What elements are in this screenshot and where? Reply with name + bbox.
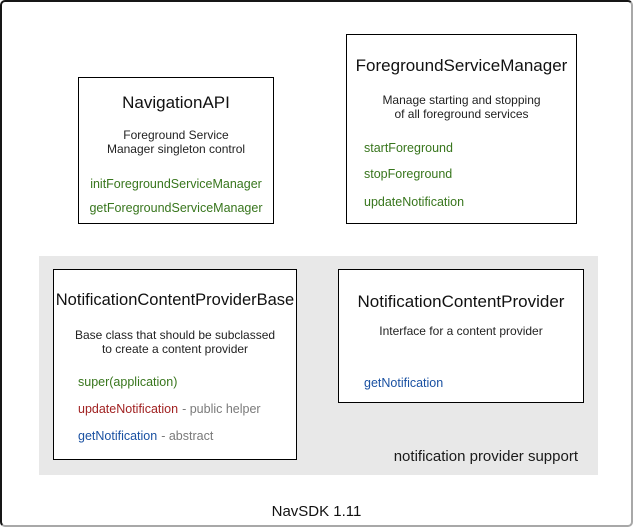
description-line: of all foreground services bbox=[394, 107, 529, 121]
method-annotation: - public helper bbox=[182, 402, 261, 416]
navigation-api-class-box: NavigationAPI Foreground Service Manager… bbox=[78, 77, 274, 224]
navigation-api-title: NavigationAPI bbox=[122, 93, 230, 112]
panel-label: notification provider support bbox=[393, 448, 578, 465]
description-line: Foreground Service bbox=[123, 128, 229, 142]
description-line: to create a content provider bbox=[101, 342, 249, 356]
foreground-service-manager-description: Manage starting and stopping of all fore… bbox=[347, 93, 576, 121]
notification-content-provider-base-class-box: NotificationContentProviderBase Base cla… bbox=[53, 269, 297, 460]
notification-content-provider-base-description: Base class that should be subclassed to … bbox=[54, 328, 296, 356]
method-get-notification: getNotification bbox=[364, 376, 444, 390]
method-update-notification: updateNotification- public helper bbox=[78, 402, 261, 416]
description-line: Manager singleton control bbox=[106, 142, 246, 156]
description-line: Manage starting and stopping bbox=[382, 93, 541, 107]
foreground-service-manager-title: ForegroundServiceManager bbox=[355, 56, 568, 75]
method-update-notification: updateNotification bbox=[364, 195, 465, 209]
method-super-application: super(application) bbox=[78, 375, 177, 389]
method-name: updateNotification bbox=[78, 402, 179, 416]
notification-content-provider-title: NotificationContentProvider bbox=[357, 292, 565, 311]
navigation-api-description: Foreground Service Manager singleton con… bbox=[79, 128, 273, 156]
diagram-caption: NavSDK 1.11 bbox=[271, 503, 362, 520]
description-line: Base class that should be subclassed bbox=[74, 328, 276, 342]
notification-content-provider-description: Interface for a content provider bbox=[379, 324, 543, 338]
method-stop-foreground: stopForeground bbox=[364, 167, 453, 181]
notification-content-provider-class-box: NotificationContentProvider Interface fo… bbox=[338, 269, 584, 403]
notification-content-provider-base-title: NotificationContentProviderBase bbox=[55, 291, 295, 309]
method-start-foreground: startForeground bbox=[364, 141, 453, 155]
method-get-notification: getNotification- abstract bbox=[78, 429, 213, 443]
method-name: super(application) bbox=[78, 375, 178, 389]
method-annotation: - abstract bbox=[161, 429, 214, 443]
method-get-foreground-service-manager: getForegroundServiceManager bbox=[89, 201, 263, 215]
method-init-foreground-service-manager: initForegroundServiceManager bbox=[90, 177, 262, 191]
foreground-service-manager-class-box: ForegroundServiceManager Manage starting… bbox=[346, 34, 577, 224]
method-name: getNotification bbox=[78, 429, 158, 443]
